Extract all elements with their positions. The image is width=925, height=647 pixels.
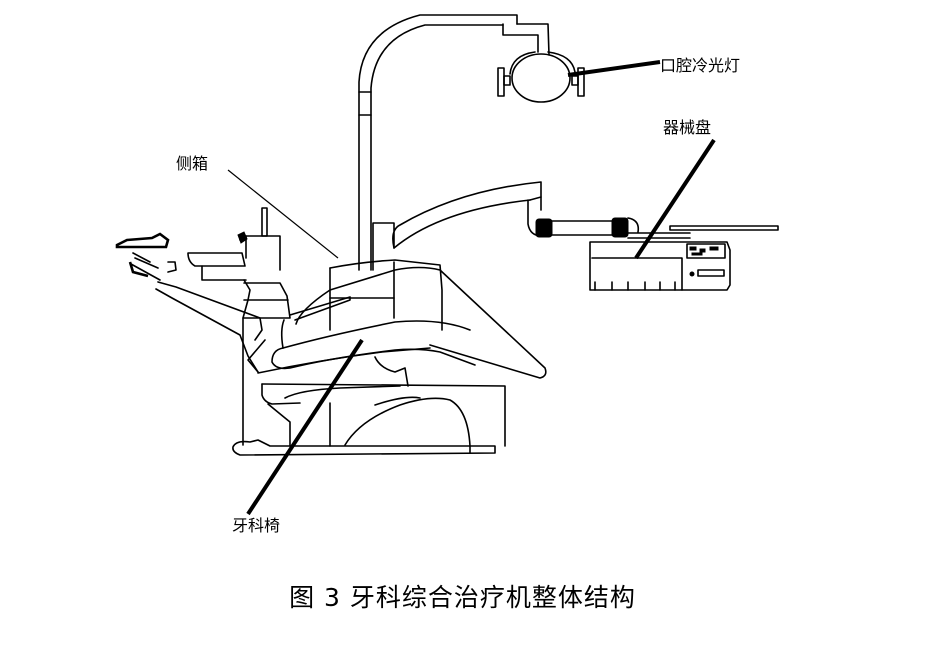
side-box [187,207,291,319]
label-dental-lamp: 口腔冷光灯 [660,56,741,75]
lamp-post [358,14,550,271]
label-instrument-tray: 器械盘 [663,118,712,137]
label-dental-chair: 牙科椅 [232,516,281,535]
handpiece-holder [115,232,177,281]
label-side-box: 侧箱 [176,154,209,173]
leader-chair [246,338,364,516]
chair-seat [257,266,547,447]
dental-lamp [497,51,585,103]
leader-lamp [567,60,661,77]
leader-tray [634,138,716,260]
chair-base [232,259,496,456]
figure-caption: 图 3 牙科综合治疗机整体结构 [289,583,636,612]
leader-side-box [227,169,339,259]
instrument-tray [589,241,731,291]
chair-back [155,281,266,373]
instrument-arm [372,181,779,271]
